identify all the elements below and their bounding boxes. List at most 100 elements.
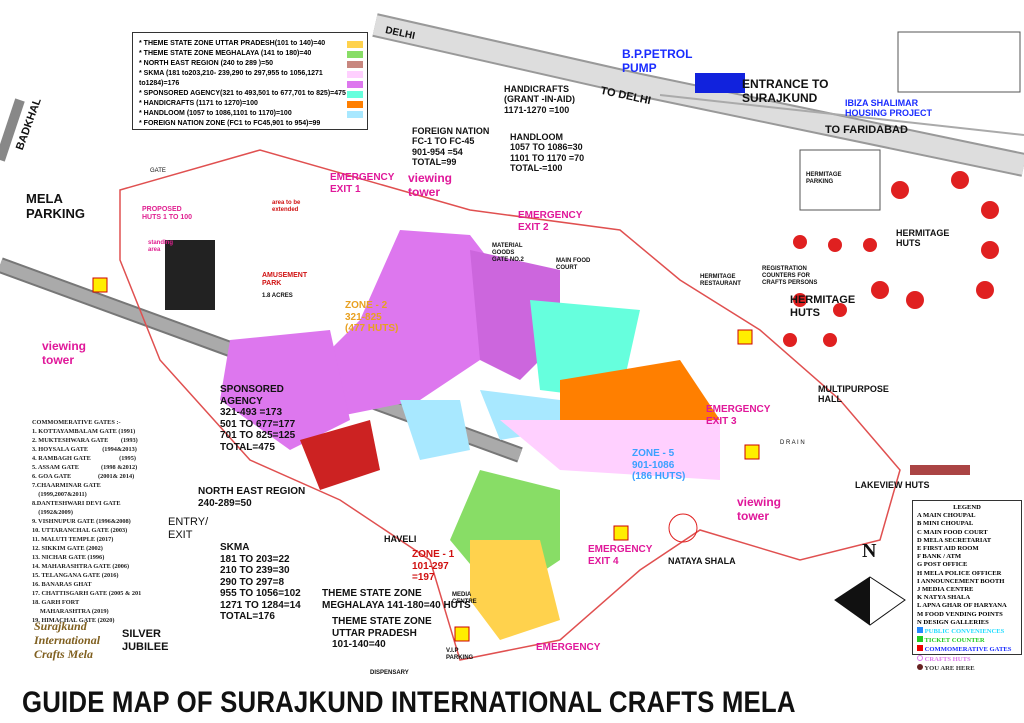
legend-item: D MELA SECRETARIAT	[917, 536, 992, 544]
gate-label: GATE	[150, 168, 166, 174]
vip-parking-label: V.I.P PARKING	[446, 648, 474, 661]
swatch-skma	[347, 70, 363, 78]
up-label: THEME STATE ZONE UTTAR PRADESH 101-140=4…	[332, 616, 432, 650]
hermitage-restaurant-label: HERMITAGE RESTAURANT	[700, 274, 741, 287]
zone-pink	[500, 420, 720, 480]
emergency-exit-1: EMERGENCY EXIT 1	[330, 172, 395, 195]
emergency-exit-4: EMERGENCY EXIT 4	[588, 544, 653, 567]
material-gate-label: MATERIAL GOODS GATE NO.2	[492, 243, 524, 263]
hermitage-parking-label: HERMITAGE PARKING	[806, 172, 842, 185]
legend-row: * THEME STATE ZONE MEGHALAYA (141 to 180…	[139, 49, 363, 59]
acres-label: 1.8 ACRES	[262, 293, 293, 299]
ner-label: NORTH EAST REGION 240-289=50	[198, 486, 306, 509]
swatch-handloom	[347, 110, 363, 118]
road-label-to-faridabad: TO FARIDABAD	[825, 124, 908, 136]
media-centre-label: MEDIA CENTRE	[452, 592, 477, 605]
zone-5-label: ZONE - 5 901-1086 (186 HUTS)	[632, 448, 686, 482]
viewing-tower-3: viewing tower	[737, 495, 782, 523]
public-convenience-icon	[917, 627, 923, 634]
legend-item: E FIRST AID ROOM	[917, 545, 979, 553]
emergency-exit-3: EMERGENCY EXIT 3	[706, 404, 771, 427]
zone-1-label: ZONE - 1 101-297 =197	[412, 549, 455, 583]
swatch-ner	[347, 60, 363, 68]
legend-item: K NATYA SHALA	[917, 594, 971, 602]
skma-label: SKMA 181 TO 203=22 210 TO 239=30 290 TO …	[220, 542, 301, 622]
zone-up	[470, 540, 560, 640]
main-food-court-label: MAIN FOOD COURT	[556, 258, 591, 271]
legend-row: * NORTH EAST REGION (240 to 289 )=50	[139, 59, 363, 69]
natya-shala	[668, 513, 698, 543]
legend-row: * FOREIGN NATION ZONE (FC1 to FC45,901 t…	[139, 120, 321, 127]
foreign-nation-label: FOREIGN NATION FC-1 TO FC-45 901-954 =54…	[412, 126, 490, 168]
swatch-skma2	[347, 80, 363, 88]
legend-item: L APNA GHAR OF HARYANA	[917, 602, 1007, 610]
natya-shala-label: NATAYA SHALA	[668, 556, 736, 566]
legend-row: * HANDICRAFTS (1171 to 1270)=100	[139, 99, 363, 109]
proposed-huts-label: PROPOSED HUTS 1 TO 100	[142, 206, 193, 222]
ticket-counter-icon	[917, 636, 923, 643]
legend-item: J MEDIA CENTRE	[917, 586, 974, 594]
silver-jubilee-label: SILVER JUBILEE	[122, 628, 169, 653]
legend-row: * HANDLOOM (1057 to 1086,1101 to 1170)=1…	[139, 109, 363, 119]
gate-icon	[917, 645, 923, 652]
viewing-tower-left: viewing tower	[42, 339, 87, 367]
page-title: GUIDE MAP OF SURAJKUND INTERNATIONAL CRA…	[22, 686, 796, 719]
lakeview-huts	[910, 465, 970, 475]
mini-legend-box	[897, 31, 1021, 93]
legend-item: C MAIN FOOD COURT	[917, 528, 988, 536]
handloom-label: HANDLOOM 1057 TO 1086=30 1101 TO 1170 =7…	[510, 132, 585, 174]
ibiza-label: IBIZA SHALIMAR HOUSING PROJECT	[845, 98, 933, 119]
emergency-exit-2: EMERGENCY EXIT 2	[518, 210, 583, 233]
meghalaya-label: THEME STATE ZONE MEGHALAYA 141-180=40 HU…	[322, 588, 471, 611]
legend-item: M FOOD VENDING POINTS	[917, 610, 1003, 618]
legend-item: H MELA POLICE OFFICER	[917, 569, 1002, 577]
swatch-meghalaya	[347, 50, 363, 58]
legend-item: B MINI CHOUPAL	[917, 520, 974, 528]
legend-item: N DESIGN GALLERIES	[917, 618, 989, 626]
haveli-label: HAVELI	[384, 534, 417, 544]
registration-label: REGISTRATION COUNTERS FOR CRAFTS PERSONS	[762, 266, 818, 286]
petrol-pump-label: B.P.PETROL PUMP	[622, 47, 693, 75]
entrance-label: ENTRANCE TO SURAJKUND	[742, 77, 829, 105]
legend-row: to1284)=176	[139, 79, 363, 89]
parking-grid	[165, 240, 215, 310]
area-extended-label: area to be extended	[272, 200, 301, 213]
legend-row: * SKMA (181 to203,210- 239,290 to 297,95…	[139, 69, 363, 79]
legend-heading: LEGEND	[953, 504, 981, 511]
emergency-exit-5: EMERGENCY	[536, 642, 601, 653]
zone-skma-2	[220, 330, 350, 450]
swatch-sponsored	[347, 90, 363, 98]
handicrafts-label: HANDICRAFTS (GRANT -IN-AID) 1171-1270 =1…	[504, 84, 575, 115]
zone-legend: * THEME STATE ZONE UTTAR PRADESH(101 to …	[132, 32, 368, 130]
legend-item: A MAIN CHOUPAL	[917, 512, 976, 520]
legend-item: F BANK / ATM	[917, 553, 962, 561]
zone-ner	[300, 420, 380, 490]
sponsored-agency-label: SPONSORED AGENCY 321-493 =173 501 TO 677…	[220, 384, 296, 453]
viewing-tower-1: viewing tower	[408, 171, 453, 199]
north-label: N	[862, 540, 877, 562]
hermitage-huts-label: HERMITAGE HUTS	[896, 228, 950, 249]
mela-logo: Surajkund International Crafts Mela	[34, 619, 101, 661]
zone-2-label: ZONE - 2 321-825 (477 HUTS)	[345, 300, 399, 334]
swatch-up	[347, 40, 363, 48]
standing-area-label: standing area	[148, 240, 173, 253]
commemorative-gates-list: COMMOMERATIVE GATES :- 1. KOTTAYAMBALAM …	[32, 419, 142, 624]
map-legend: LEGEND A MAIN CHOUPAL B MINI CHOUPAL C M…	[912, 500, 1022, 672]
hermitage-huts	[783, 171, 999, 347]
amusement-park-label: AMUSEMENT PARK	[262, 272, 308, 288]
petrol-pump	[695, 73, 745, 93]
mela-parking-label: MELA PARKING	[26, 191, 85, 221]
multipurpose-hall-label: MULTIPURPOSE HALL	[818, 384, 889, 405]
legend-item: G POST OFFICE	[917, 561, 968, 569]
you-are-here-icon	[917, 663, 923, 670]
hermitage-huts-label-2: HERMITAGE HUTS	[790, 294, 856, 319]
legend-row: * SPONSORED AGENCY(321 to 493,501 to 677…	[139, 89, 363, 99]
zone-skma	[300, 230, 520, 420]
hermitage-parking	[799, 149, 881, 211]
dispensary-label: DISPENSARY	[370, 670, 409, 676]
crafts-hut-icon	[917, 654, 923, 661]
drain-label: D R A I N	[780, 440, 805, 446]
legend-row: * THEME STATE ZONE UTTAR PRADESH(101 to …	[139, 39, 363, 49]
zone-small	[400, 400, 470, 460]
